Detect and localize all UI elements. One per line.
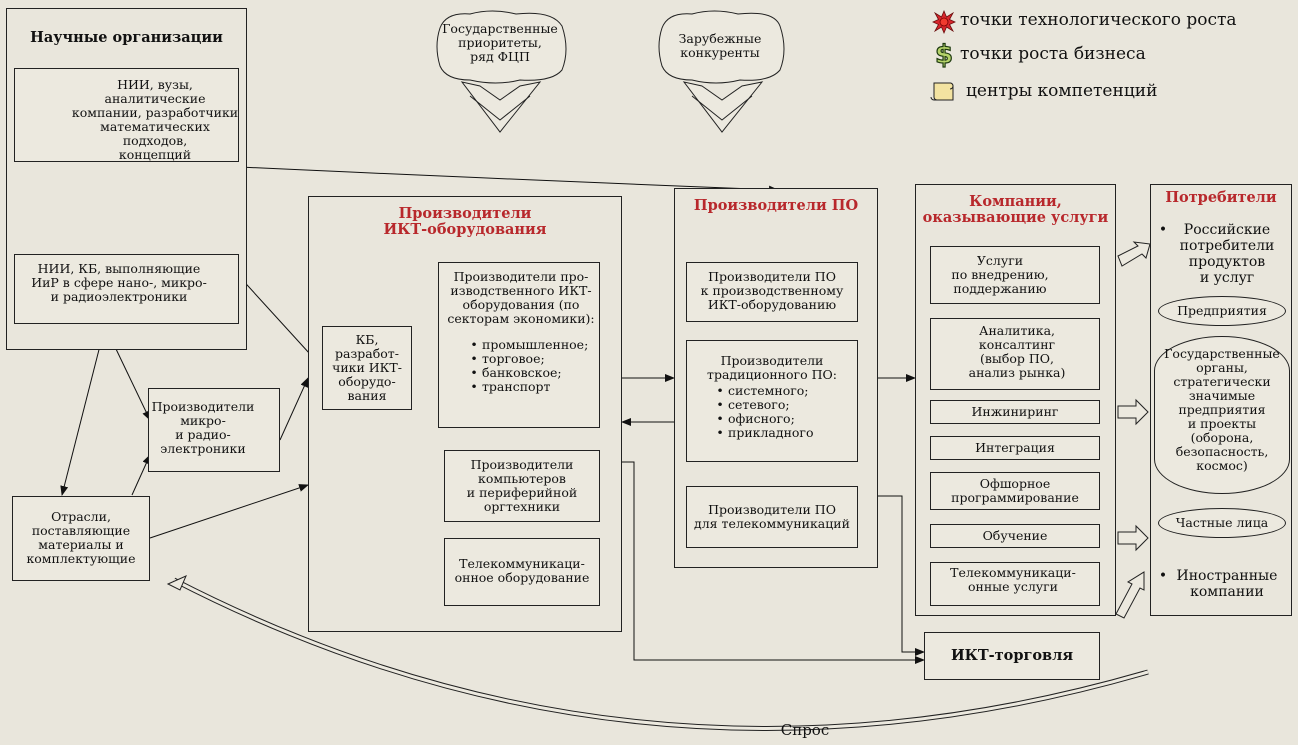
kb-box (322, 326, 412, 410)
foreign-companies-text: Иностранные компании (1176, 568, 1278, 600)
training-text: Обучение (982, 528, 1048, 543)
hollow-arrow-1 (1117, 241, 1151, 267)
kb-text: КБ, разработ- чики ИКТ- оборудо- вания (332, 332, 402, 403)
legend-business-growth: точки роста бизнеса (960, 44, 1146, 64)
gov-cloud-text: Государственные приоритеты, ряд ФЦП (442, 21, 558, 64)
offshore-text: Офшорное программирование (951, 476, 1079, 505)
ict-trade-text: ИКТ-торговля (950, 647, 1074, 664)
nii-box (14, 68, 239, 162)
arrow-industries-to-hw (149, 484, 309, 539)
engineering-box (930, 400, 1100, 424)
hollow-arrow-2 (1117, 398, 1149, 426)
hollow-arrow-3 (1117, 524, 1149, 552)
legend-tech-growth: точки технологического роста (960, 10, 1237, 30)
analytics-box (930, 318, 1100, 390)
sw-type-item: прикладного (712, 426, 814, 440)
telecom-equipment-box (444, 538, 600, 606)
computers-text: Производители компьютеров и периферийной… (466, 457, 578, 514)
sw-for-hw-text: Производители ПО к производственному ИКТ… (700, 269, 844, 312)
telecom-services-box (930, 562, 1100, 606)
foreign-cloud-text: Зарубежные конкуренты (678, 31, 762, 60)
industries-text: Отрасли, поставляющие материалы и компле… (26, 509, 136, 566)
nii-text: НИИ, вузы, аналитические компании, разра… (71, 77, 239, 162)
enterprises-text: Предприятия (1177, 303, 1267, 318)
sw-telecom-box (686, 486, 858, 548)
nii-kb-text: НИИ, КБ, выполняющие ИиР в сфере нано-, … (31, 261, 207, 304)
legend-starburst-icon (932, 10, 956, 34)
production-equipment-text: Производители про- изводственного ИКТ- о… (447, 269, 595, 326)
ict-trade-box (924, 632, 1100, 680)
science-title: Научные организации (30, 29, 223, 46)
analytics-text: Аналитика, консалтинг (выбор ПО, анализ … (968, 323, 1066, 380)
hollow-arrow-4 (1115, 571, 1145, 619)
sw-for-hw-box (686, 262, 858, 322)
training-box (930, 524, 1100, 548)
services-title: Компании, оказывающие услуги (922, 193, 1109, 226)
arrow-niikb-to-industries (60, 325, 106, 496)
legend-scroll-icon (930, 82, 954, 101)
computers-box (444, 450, 600, 522)
sw-type-item: сетевого; (712, 398, 814, 412)
integration-box (930, 436, 1100, 460)
bullet-russian: • (1158, 222, 1168, 238)
integration-text: Интеграция (975, 440, 1055, 455)
private-persons-oval (1158, 508, 1286, 538)
sectors-list: промышленное; торговое; банковское; тран… (466, 338, 588, 394)
gov-bodies-oval (1154, 336, 1290, 494)
legend-competence-centers: центры компетенций (966, 81, 1158, 101)
sw-types-list: системного; сетевого; офисного; прикладн… (712, 384, 814, 440)
demand-label: Спрос (780, 721, 830, 739)
telecom-services-text: Телекоммуникаци- онные услуги (950, 565, 1076, 594)
arrow-micro-to-hw (279, 377, 309, 441)
sector-item: транспорт (466, 380, 588, 394)
micro-electronics-box (148, 388, 280, 472)
industries-box (12, 496, 150, 581)
nii-kb-box (14, 254, 239, 324)
sw-telecom-text: Производители ПО для телекоммуникаций (694, 502, 850, 531)
sector-item: торговое; (466, 352, 588, 366)
bullet-foreign: • (1158, 568, 1168, 584)
private-persons-text: Частные лица (1175, 515, 1269, 530)
russian-consumers-text: Российские потребители продуктов и услуг (1179, 222, 1275, 286)
traditional-sw-text: Производители традиционного ПО: (707, 353, 837, 382)
sw-type-item: офисного; (712, 412, 814, 426)
engineering-text: Инжиниринг (971, 404, 1059, 419)
gov-down-arrow (460, 81, 542, 133)
implementation-box (930, 246, 1100, 304)
sector-item: банковское; (466, 366, 588, 380)
software-title: Производители ПО (693, 197, 859, 214)
foreign-down-arrow (682, 81, 764, 133)
consumers-title: Потребители (1165, 189, 1277, 206)
implementation-text: Услуги по внедрению, поддержанию (951, 253, 1049, 296)
offshore-box (930, 472, 1100, 510)
foreign-down-arrow-2 (691, 95, 753, 121)
gov-down-arrow-2 (469, 95, 531, 121)
micro-electronics-text: Производители микро- и радио- электроник… (151, 399, 255, 456)
legend-dollar-icon (934, 39, 954, 71)
sector-item: промышленное; (466, 338, 588, 352)
demand-arrow-head (166, 575, 187, 591)
sw-type-item: системного; (712, 384, 814, 398)
gov-bodies-text: Государственные органы, стратегически зн… (1164, 346, 1280, 473)
telecom-equipment-text: Телекоммуникаци- онное оборудование (454, 556, 590, 585)
enterprises-oval (1158, 296, 1286, 326)
ict-hardware-title: Производители ИКТ-оборудования (383, 205, 547, 238)
